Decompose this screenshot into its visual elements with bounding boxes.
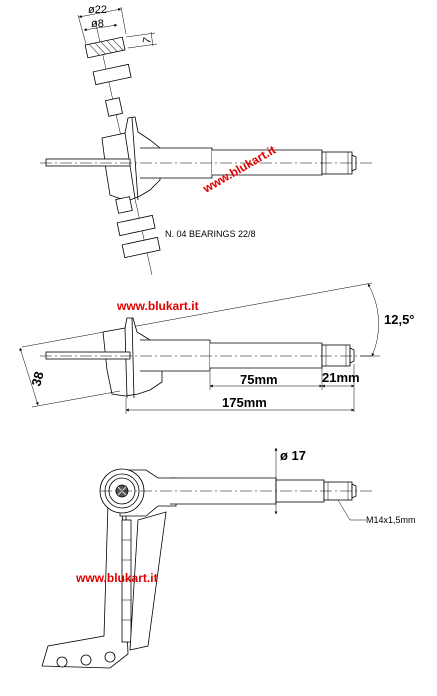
angle-label: 12,5° — [384, 312, 415, 327]
bearing-top-2 — [92, 63, 132, 86]
dim-21: 21mm — [322, 370, 360, 385]
dim-outer-diameter: ø22 — [88, 4, 107, 16]
dim-75: 75mm — [240, 372, 278, 387]
bearing-bottom-2 — [121, 236, 161, 259]
bottom-view: ø 17 M14x1,5mm www.blukart.it — [41, 447, 416, 669]
dim-inner-diameter: ø8 — [91, 18, 104, 30]
steering-arm — [45, 158, 131, 167]
watermark-middle: www.blukart.it — [116, 299, 199, 313]
knuckle-body — [101, 116, 161, 201]
arm-rib — [121, 519, 132, 643]
bearings-note: N. 04 BEARINGS 22/8 — [165, 229, 256, 239]
kingpin-stub — [105, 97, 123, 117]
knuckle-plate — [129, 511, 167, 651]
spindle-shaft-middle — [210, 342, 323, 369]
arm-hole-2 — [80, 654, 92, 666]
dim-thickness: 7 — [141, 36, 154, 44]
steering-arm-lower — [41, 503, 129, 669]
thread-label: M14x1,5mm — [366, 515, 416, 525]
top-view: ø22 ø8 7 — [40, 4, 372, 276]
dim-175: 175mm — [222, 395, 267, 410]
arm-hole-3 — [104, 651, 116, 663]
angle-reference-line — [21, 282, 373, 348]
steering-arm-middle — [45, 351, 131, 360]
height-label: 38 — [28, 370, 46, 388]
arm-hole-1 — [56, 656, 68, 668]
watermark-bottom: www.blukart.it — [75, 571, 158, 585]
middle-view: www.blukart.it 12,5° 38 75mm 21mm — [19, 282, 415, 414]
bearing-top-1 — [84, 36, 126, 59]
bearing-bottom-1 — [116, 214, 156, 237]
shaft-diameter-label: ø 17 — [280, 448, 306, 463]
